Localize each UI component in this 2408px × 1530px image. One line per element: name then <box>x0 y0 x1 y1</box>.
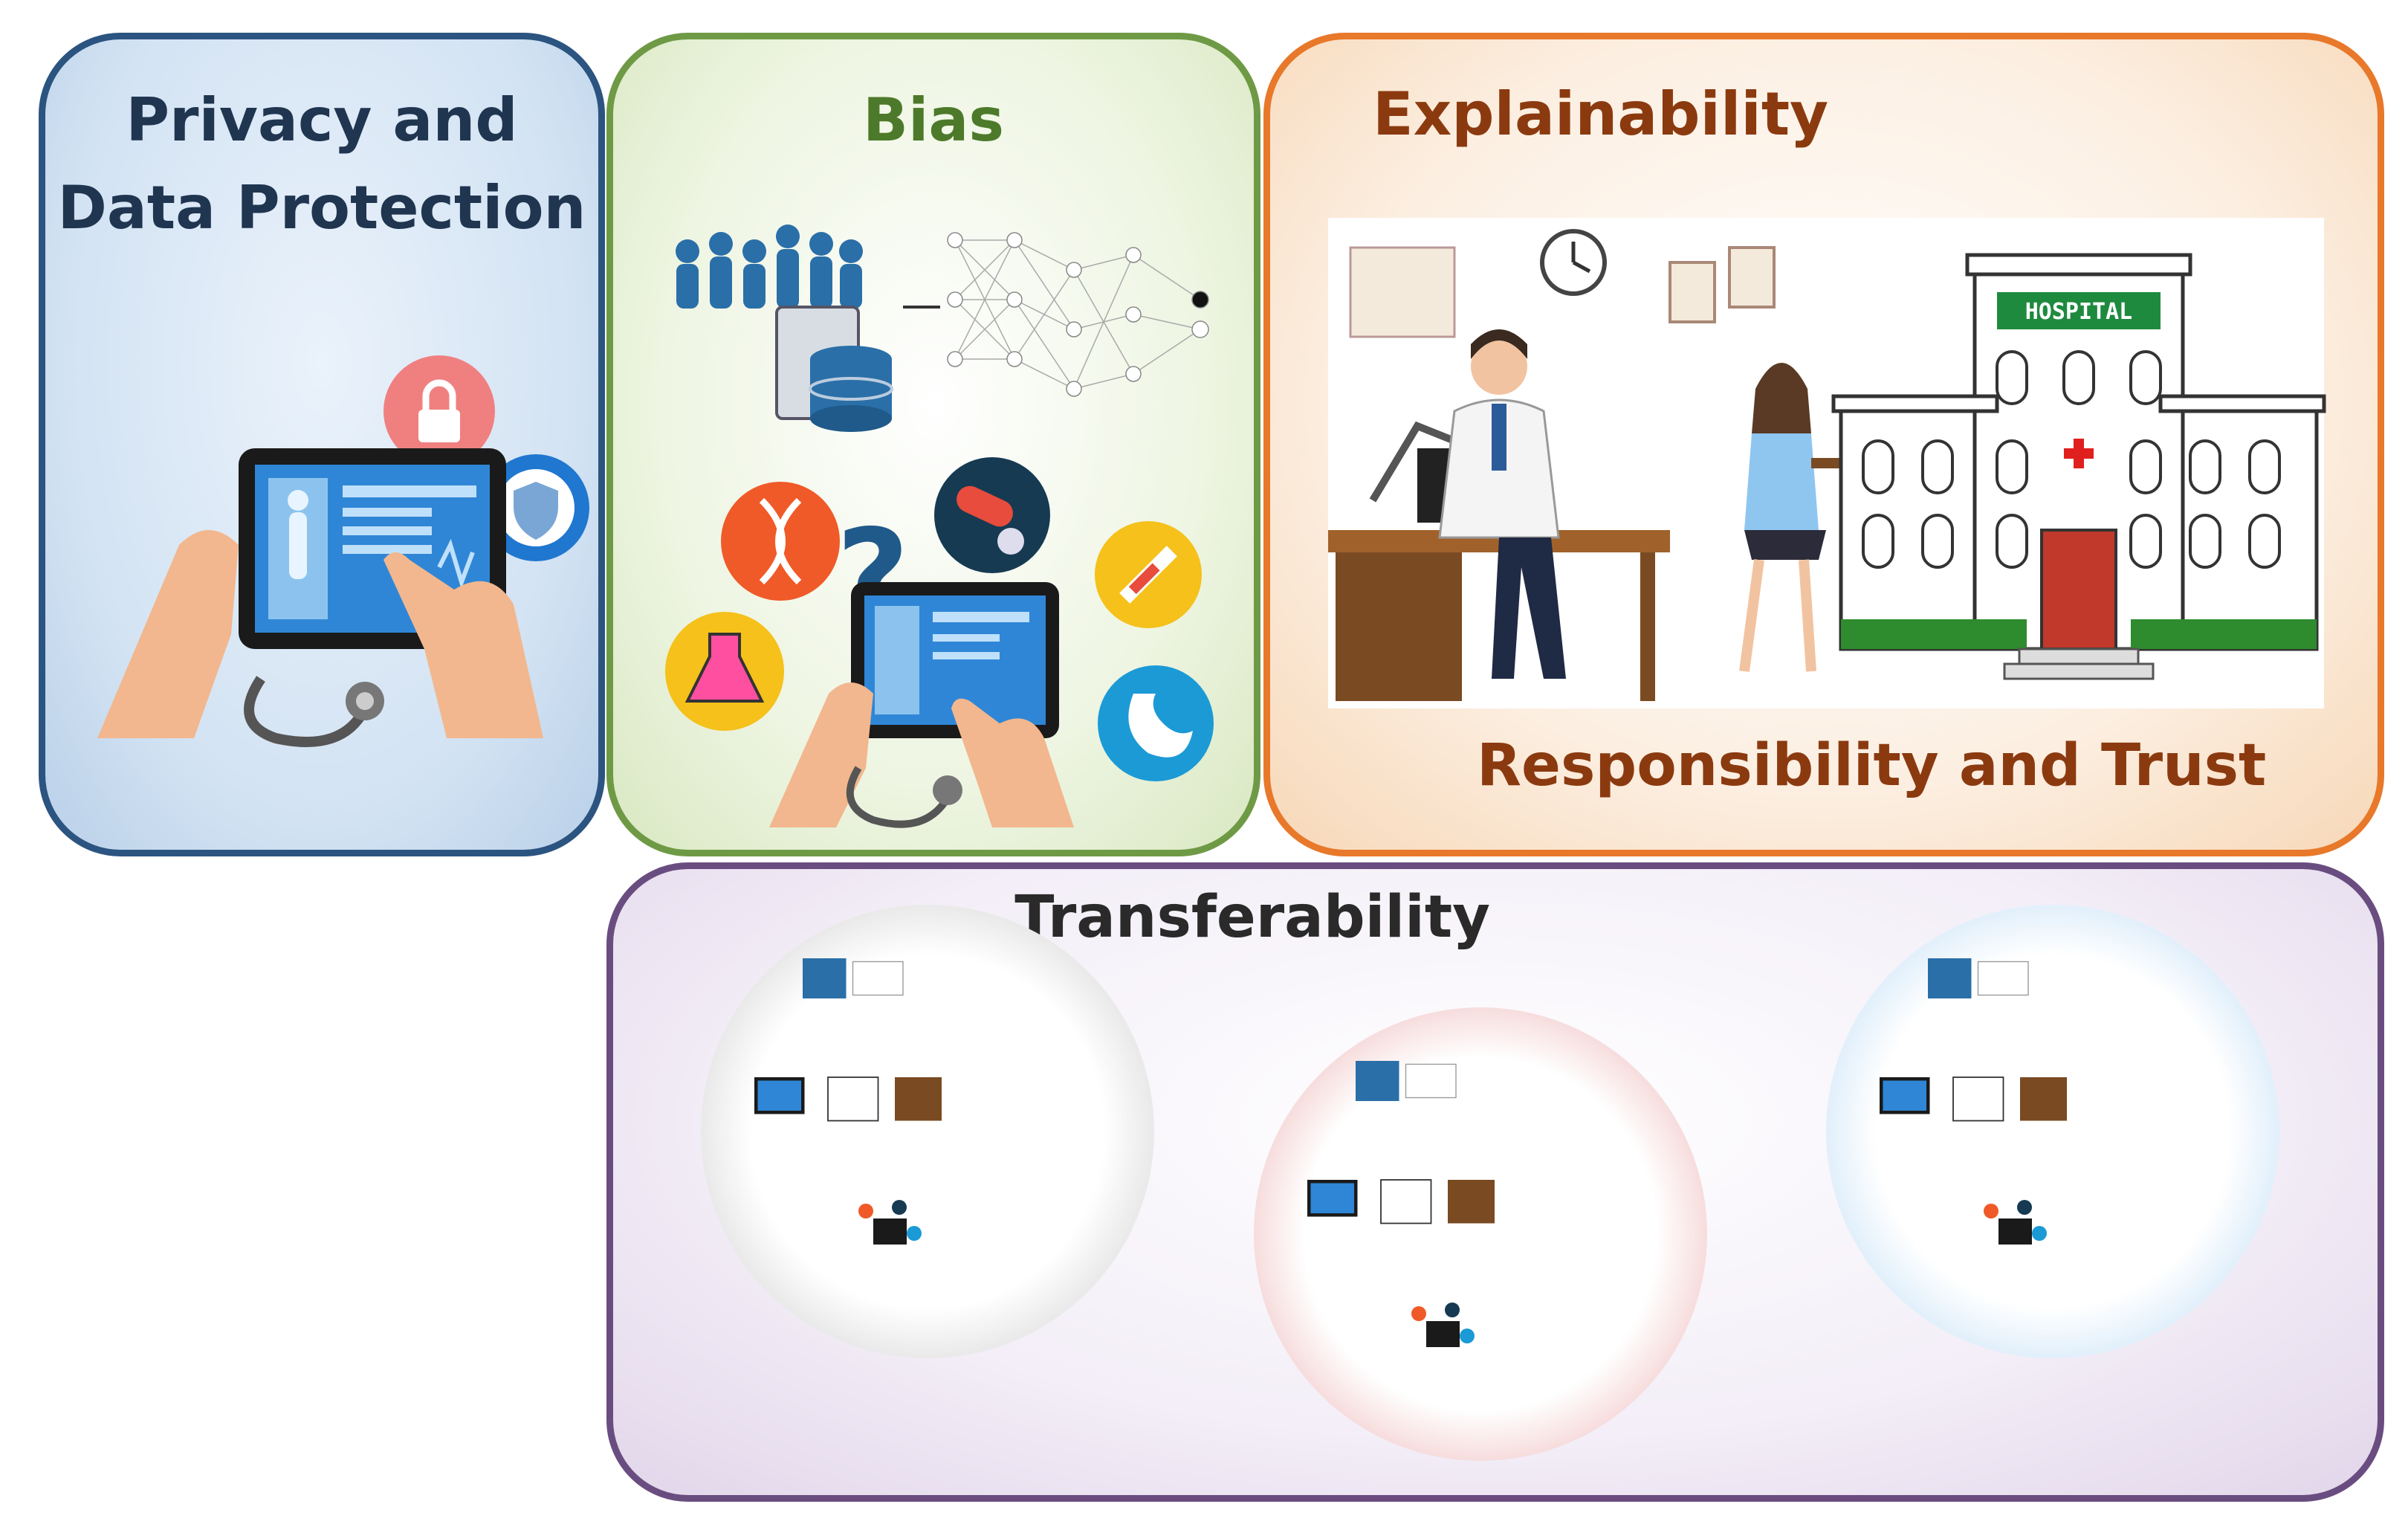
explainability-illustration: HOSPITAL <box>1328 218 2326 708</box>
stomach-icon <box>1098 665 1214 781</box>
doctor-icon <box>1438 329 1566 679</box>
clock-icon <box>1540 229 1607 296</box>
crowd-icon <box>676 225 863 309</box>
hospital-sign: HOSPITAL <box>2025 299 2133 325</box>
explainability-title: Explainability <box>1373 80 1829 149</box>
stethoscope-icon <box>244 676 384 747</box>
hospital-icon: HOSPITAL <box>1831 253 2326 680</box>
bias-panel: Bias <box>606 33 1260 856</box>
privacy-panel: Privacy and Data Protection <box>39 33 605 856</box>
transferability-panel: Transferability <box>606 862 2384 1502</box>
privacy-title-line2: Data Protection <box>57 173 586 242</box>
shield-icon <box>482 454 589 561</box>
explainability-subtitle: Responsibility and Trust <box>1477 732 2267 799</box>
flask-icon <box>665 612 784 731</box>
database-icon <box>775 306 893 432</box>
bias-title: Bias <box>863 85 1004 155</box>
syringe-icon <box>1095 521 1202 628</box>
dna-icon <box>721 482 840 601</box>
sphere-icon <box>1254 1007 1707 1461</box>
privacy-illustration <box>97 355 589 747</box>
privacy-title-line1: Privacy and <box>126 85 518 155</box>
bias-illustration-top <box>676 225 1209 432</box>
sphere-icon <box>1826 905 2279 1358</box>
bias-illustration-bottom: ? <box>665 457 1214 828</box>
sphere-contents <box>754 958 2067 1347</box>
neural-network-icon <box>947 232 1209 397</box>
stethoscope-icon <box>846 766 962 828</box>
tablet-icon <box>851 582 1059 738</box>
sphere-icon <box>701 905 1154 1358</box>
lock-icon <box>383 355 495 467</box>
transferability-title: Transferability <box>1014 884 1490 951</box>
explainability-panel: Explainability <box>1263 33 2384 856</box>
pills-icon <box>934 457 1050 573</box>
